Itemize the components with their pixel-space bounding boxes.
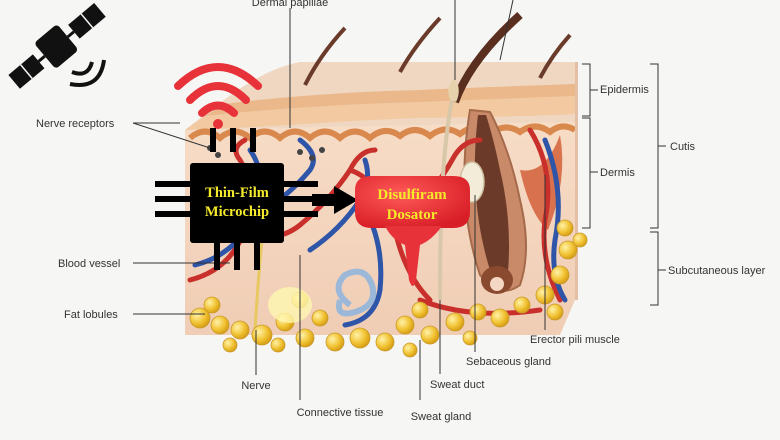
label-fat-lobules: Fat lobules (64, 309, 118, 321)
dosator-nozzle (385, 226, 442, 286)
label-subcutaneous-layer: Subcutaneous layer (668, 265, 766, 277)
arrow-right-icon (312, 186, 358, 214)
stratum-layer (205, 84, 575, 116)
label-epidermis: Epidermis (600, 84, 649, 96)
epidermis-layer (185, 96, 575, 130)
hair-shaft (303, 26, 347, 86)
microchip-label-line1: Thin-Film (205, 185, 269, 201)
hair-root (474, 115, 509, 277)
dosator-label-line2: Dosator (387, 207, 438, 223)
sweat-duct (438, 99, 454, 301)
label-nerve-receptors: Nerve receptors (36, 118, 115, 130)
wifi-icon (174, 63, 262, 129)
disulfiram-dosator: Disulfiram Dosator (355, 176, 470, 286)
label-sweat-duct: Sweat duct (430, 379, 484, 391)
label-dermal-papillae: Dermal papillae (252, 0, 328, 9)
fat-lobules (189, 219, 588, 358)
microchip-label-line2: Microchip (205, 204, 269, 220)
leader-lines (132, 0, 666, 400)
label-blood-vessel: Blood vessel (58, 258, 120, 270)
fat-highlight (268, 287, 312, 323)
dosator-body (355, 176, 470, 228)
sweat-pore (448, 78, 459, 102)
hair-shaft (538, 33, 572, 79)
microchip: Thin-Film Microchip (155, 128, 318, 270)
label-sebaceous-gland: Sebaceous gland (466, 356, 551, 368)
microchip-body (190, 163, 284, 243)
label-dermis: Dermis (600, 167, 635, 179)
dosator-label-line1: Disulfiram (377, 187, 447, 203)
sweat-gland-coil (335, 268, 377, 317)
label-nerve: Nerve (241, 380, 270, 392)
label-erector-pili-muscle: Erector pili muscle (530, 334, 620, 346)
hair-shaft (398, 16, 442, 73)
label-sweat-gland: Sweat gland (411, 411, 472, 423)
label-cutis: Cutis (670, 141, 696, 153)
label-connective-tissue: Connective tissue (297, 407, 384, 419)
satellite-icon (8, 2, 106, 89)
